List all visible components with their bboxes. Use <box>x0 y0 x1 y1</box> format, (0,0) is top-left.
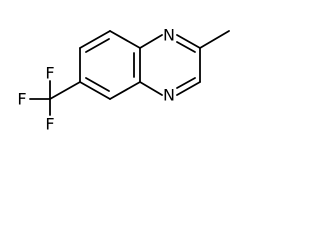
bond-n1-c2 <box>176 34 201 49</box>
atom-nitrogen-1: N <box>163 26 175 45</box>
bond-n1-c2-inner <box>176 41 196 53</box>
bond-c4a-c5 <box>109 81 141 100</box>
bond-c6-cf3 <box>49 81 81 100</box>
bond-c8a-n1 <box>139 34 163 49</box>
bond-c5-c6 <box>79 81 111 100</box>
bond-c3-n4 <box>176 81 201 96</box>
molecule-structure: N N F F F <box>17 26 230 134</box>
bond-c2-methyl <box>199 30 230 49</box>
atom-fluorine-top: F <box>45 64 54 83</box>
bond-c7-c8-inner <box>85 38 110 53</box>
bond-c5-c6-inner <box>85 77 110 92</box>
bond-c3-n4-inner <box>176 77 196 89</box>
bond-n4-c4a <box>139 81 163 96</box>
bond-c7-c8 <box>79 30 111 49</box>
atom-fluorine-bottom: F <box>45 115 54 134</box>
bond-c8-c8a <box>109 30 141 49</box>
atom-nitrogen-4: N <box>163 86 175 105</box>
atom-fluorine-left: F <box>17 90 26 109</box>
